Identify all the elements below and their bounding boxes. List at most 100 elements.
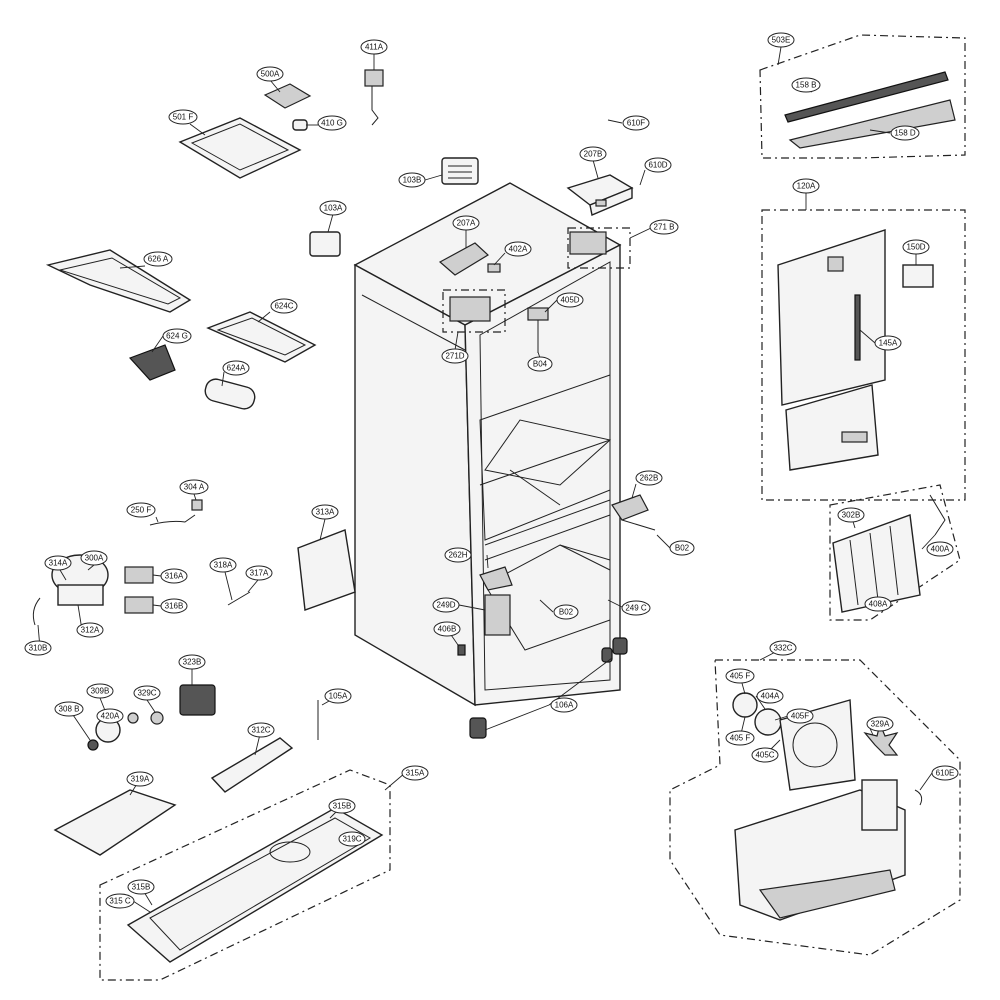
callout-271B: 271 B: [649, 219, 679, 235]
svg-text:420A: 420A: [101, 712, 120, 721]
svg-text:B02: B02: [559, 608, 574, 617]
svg-text:105A: 105A: [329, 692, 348, 701]
svg-text:103A: 103A: [324, 204, 343, 213]
callout-262H: 262H: [444, 547, 472, 563]
svg-text:316B: 316B: [165, 602, 184, 611]
callout-312A: 312A: [76, 622, 104, 638]
svg-text:310B: 310B: [29, 644, 48, 653]
callout-316A: 316A: [160, 568, 188, 584]
svg-text:329A: 329A: [871, 720, 890, 729]
callout-158D: 158 D: [890, 125, 920, 141]
callout-249D: 249D: [432, 597, 460, 613]
callout-250F: 250 F: [126, 502, 156, 518]
svg-text:400A: 400A: [931, 545, 950, 554]
svg-text:500A: 500A: [261, 70, 280, 79]
callout-120A: 120A: [792, 178, 820, 194]
svg-text:158 D: 158 D: [894, 129, 916, 138]
svg-text:317A: 317A: [250, 569, 269, 578]
svg-text:610D: 610D: [648, 161, 667, 170]
callout-B04: B04: [527, 356, 553, 372]
callout-319C: 319C: [338, 831, 366, 847]
callout-300A: 300A: [80, 550, 108, 566]
callout-405F-bottom: 405 F: [725, 730, 755, 746]
callout-315C: 315 C: [105, 893, 135, 909]
svg-text:145A: 145A: [879, 339, 898, 348]
callout-405F-top: 405 F: [725, 668, 755, 684]
svg-text:271 B: 271 B: [654, 223, 675, 232]
svg-text:332C: 332C: [773, 644, 792, 653]
callout-103B: 103B: [398, 172, 426, 188]
callout-319A: 319A: [126, 771, 154, 787]
callout-103A: 103A: [319, 200, 347, 216]
svg-text:207A: 207A: [457, 219, 476, 228]
callout-610E: 610E: [931, 765, 959, 781]
svg-text:626 A: 626 A: [148, 255, 169, 264]
callout-158B: 158 B: [791, 77, 821, 93]
callout-B02-lower: B02: [553, 604, 579, 620]
callout-405C: 405C: [751, 747, 779, 763]
callout-410G: 410 G: [317, 115, 347, 131]
svg-text:304 A: 304 A: [184, 483, 205, 492]
callout-315B-upper: 315B: [328, 798, 356, 814]
svg-text:262H: 262H: [448, 551, 467, 560]
callout-316B: 316B: [160, 598, 188, 614]
callout-402A: 402A: [504, 241, 532, 257]
callout-624G: 624 G: [162, 328, 192, 344]
callout-501F: 501 F: [168, 109, 198, 125]
callout-318A: 318A: [209, 557, 237, 573]
callout-310B: 310B: [24, 640, 52, 656]
svg-text:309B: 309B: [91, 687, 110, 696]
right-side-parts: [669, 34, 966, 956]
svg-text:411A: 411A: [365, 43, 384, 52]
svg-text:249 C: 249 C: [625, 604, 647, 613]
svg-text:406B: 406B: [438, 625, 457, 634]
svg-text:314A: 314A: [49, 559, 68, 568]
svg-text:501 F: 501 F: [173, 113, 194, 122]
svg-text:610E: 610E: [936, 769, 955, 778]
svg-text:410 G: 410 G: [321, 119, 343, 128]
svg-text:300A: 300A: [85, 554, 104, 563]
svg-text:312A: 312A: [81, 626, 100, 635]
callout-B02-upper: B02: [669, 540, 695, 556]
svg-text:308 B: 308 B: [59, 705, 80, 714]
svg-text:120A: 120A: [797, 182, 816, 191]
callout-207B: 207B: [579, 146, 607, 162]
svg-text:405D: 405D: [560, 296, 579, 305]
svg-text:106A: 106A: [555, 701, 574, 710]
svg-text:315B: 315B: [333, 802, 352, 811]
svg-text:316A: 316A: [165, 572, 184, 581]
callout-332C: 332C: [769, 640, 797, 656]
callout-317A: 317A: [245, 565, 273, 581]
callout-503E: 503E: [767, 32, 795, 48]
callout-bubbles: 411A 500A 410 G 501 F 103B 103A 626 A 62…: [24, 32, 959, 909]
callout-408A: 408A: [864, 596, 892, 612]
svg-text:315 C: 315 C: [109, 897, 131, 906]
callout-262B: 262B: [635, 470, 663, 486]
svg-text:250 F: 250 F: [131, 506, 152, 515]
svg-text:249D: 249D: [436, 601, 455, 610]
callout-106A: 106A: [550, 697, 578, 713]
callout-411A: 411A: [360, 39, 388, 55]
callout-309B: 309B: [86, 683, 114, 699]
svg-text:319A: 319A: [131, 775, 150, 784]
callout-624C: 624C: [270, 298, 298, 314]
svg-text:103B: 103B: [403, 176, 422, 185]
callout-313A: 313A: [311, 504, 339, 520]
svg-text:150D: 150D: [906, 243, 925, 252]
callout-314A: 314A: [44, 555, 72, 571]
callout-610F: 610F: [622, 115, 650, 131]
callout-420A: 420A: [96, 708, 124, 724]
svg-text:610F: 610F: [627, 119, 645, 128]
svg-text:B04: B04: [533, 360, 548, 369]
svg-text:405F: 405F: [791, 712, 809, 721]
svg-text:624A: 624A: [227, 364, 246, 373]
svg-text:405C: 405C: [755, 751, 774, 760]
left-middle-parts: [32, 499, 391, 981]
callout-249C: 249 C: [621, 600, 651, 616]
callout-626A: 626 A: [143, 251, 173, 267]
refrigerator-cabinet: [353, 174, 656, 739]
callout-624A: 624A: [222, 360, 250, 376]
svg-text:302B: 302B: [842, 511, 861, 520]
svg-text:313A: 313A: [316, 508, 335, 517]
